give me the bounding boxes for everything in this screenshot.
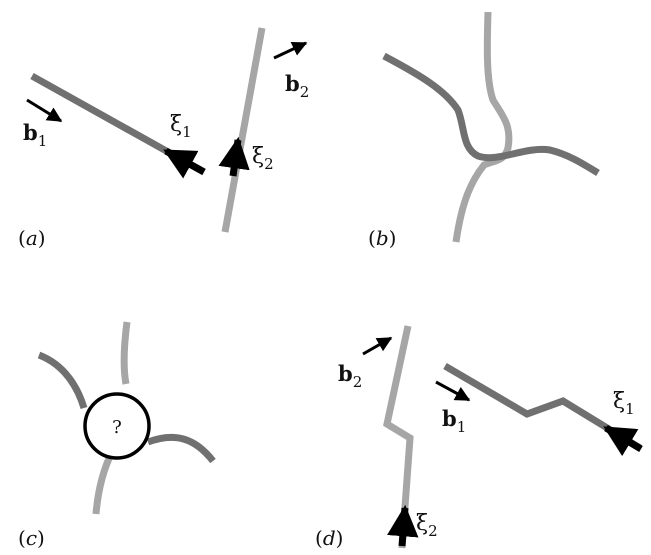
burgers-vector-b1-arrow [26, 98, 63, 123]
label-xi1: ξ1 [170, 112, 192, 141]
junction-question-mark: ? [112, 417, 122, 438]
dislocation-line-2 [452, 11, 513, 243]
label-xi2: ξ2 [416, 511, 438, 540]
dislocation-line-2-jogged [383, 325, 414, 549]
panel-label-b: (b) [368, 226, 396, 250]
dislocation-line-1-jogged [443, 362, 642, 451]
label-b1: b1 [23, 120, 47, 150]
panel-label-a: (a) [18, 226, 46, 250]
junction-circle [83, 392, 151, 460]
dislocation-line-2-upper [120, 321, 131, 385]
dislocation-line-2-lower [92, 450, 116, 515]
line-direction-xi2-arrow [218, 136, 250, 177]
label-b2: b2 [285, 71, 309, 101]
dislocation-line-1-left [37, 351, 88, 410]
dislocation-line-2 [221, 27, 266, 233]
panel-label-c: (c) [18, 526, 45, 550]
label-xi2: ξ2 [252, 144, 274, 173]
label-xi1: ξ1 [613, 389, 635, 418]
label-b2: b2 [338, 361, 362, 391]
burgers-vector-b2-arrow [362, 336, 393, 356]
line-direction-xi1-arrow [603, 424, 643, 457]
panel-d: b2 b1 ξ1 ξ2 (d) [315, 325, 643, 550]
panel-b: (b) [368, 11, 600, 250]
panel-a: b1 b2 ξ1 ξ2 (a) [18, 27, 309, 250]
dislocation-line-1-right [146, 433, 216, 464]
burgers-vector-b1-arrow [435, 380, 471, 402]
panel-c: ? (c) [18, 321, 216, 550]
line-direction-xi2-arrow [387, 504, 419, 547]
panel-label-d: (d) [315, 526, 343, 550]
line-direction-xi1-arrow [163, 147, 206, 179]
burgers-vector-b2-arrow [273, 41, 308, 60]
label-b1: b1 [442, 406, 466, 436]
dislocation-line-1 [382, 52, 600, 176]
